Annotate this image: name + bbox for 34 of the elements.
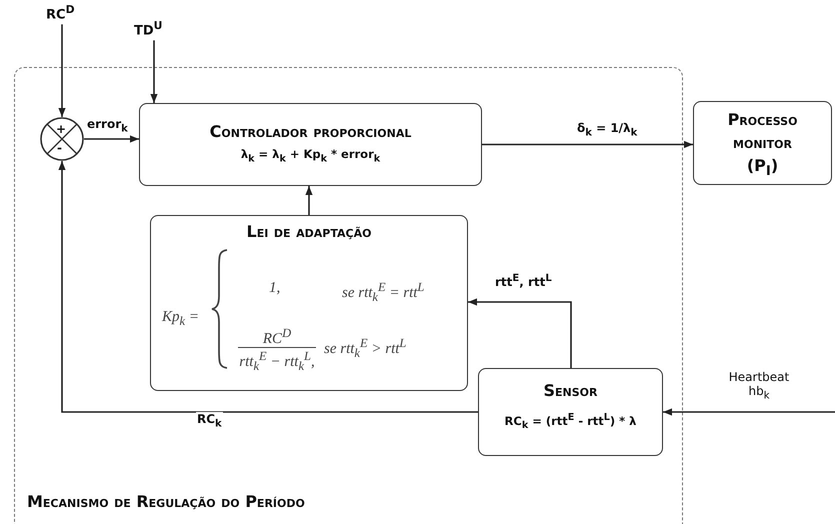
edge-label: δ$_{k}$ = 1/λ$_{k}$ bbox=[576, 121, 638, 138]
dashed-region bbox=[14, 67, 683, 524]
arrow bbox=[663, 408, 835, 416]
arrow bbox=[84, 135, 139, 143]
formula-term: se rtt$_{k}$$^{E}$ > rtt$^{L}$ bbox=[324, 336, 406, 361]
formula: λ$_{k}$ = λ$_{k}$ + Kp$_{k}$ * error$_{k}$ bbox=[240, 147, 382, 164]
arrow bbox=[305, 186, 313, 215]
box-title: Sensor bbox=[542, 381, 598, 400]
box-title: Processo monitor (P$_{I}$) bbox=[726, 109, 798, 182]
minus-sign: - bbox=[57, 142, 62, 154]
formula-term: se rtt$_{k}$$^{E}$ = rtt$^{L}$ bbox=[342, 280, 424, 305]
box-title: Controlador proporcional bbox=[208, 122, 412, 141]
signal-label: TD$^{U}$ bbox=[134, 19, 162, 38]
formula-term: 1, bbox=[269, 280, 280, 297]
summing-junction bbox=[40, 117, 84, 161]
signal-label: RC$^{D}$ bbox=[46, 3, 75, 22]
adaptation-law-box bbox=[150, 215, 468, 391]
edge-label: rtt$^{E}$, rtt$^{L}$ bbox=[494, 273, 553, 289]
arrow bbox=[468, 298, 572, 368]
edge-label: RC$_{k}$ bbox=[196, 412, 223, 430]
process-box bbox=[693, 101, 832, 185]
arrow bbox=[58, 24, 66, 117]
formula-term: Kp$_{k}$ = bbox=[162, 309, 199, 329]
region-title: Mecanismo de Regulação do Período bbox=[27, 492, 305, 511]
fraction-numerator: RC$^{D}$ bbox=[262, 326, 292, 348]
arrow bbox=[58, 161, 478, 413]
formula: RC$_{k}$ = (rtt$^{E}$ - rtt$^{L}$) * λ bbox=[504, 412, 638, 432]
fraction-denominator: rtt$_{k}$$^{E}$ − rtt$_{k}$$^{L}$, bbox=[238, 347, 316, 374]
sensor-box bbox=[478, 368, 663, 456]
controller-box bbox=[139, 103, 482, 186]
box-title: Lei de adaptação bbox=[246, 222, 372, 241]
arrow bbox=[482, 140, 693, 148]
plus-sign: + bbox=[56, 123, 66, 135]
arrow bbox=[150, 40, 158, 103]
